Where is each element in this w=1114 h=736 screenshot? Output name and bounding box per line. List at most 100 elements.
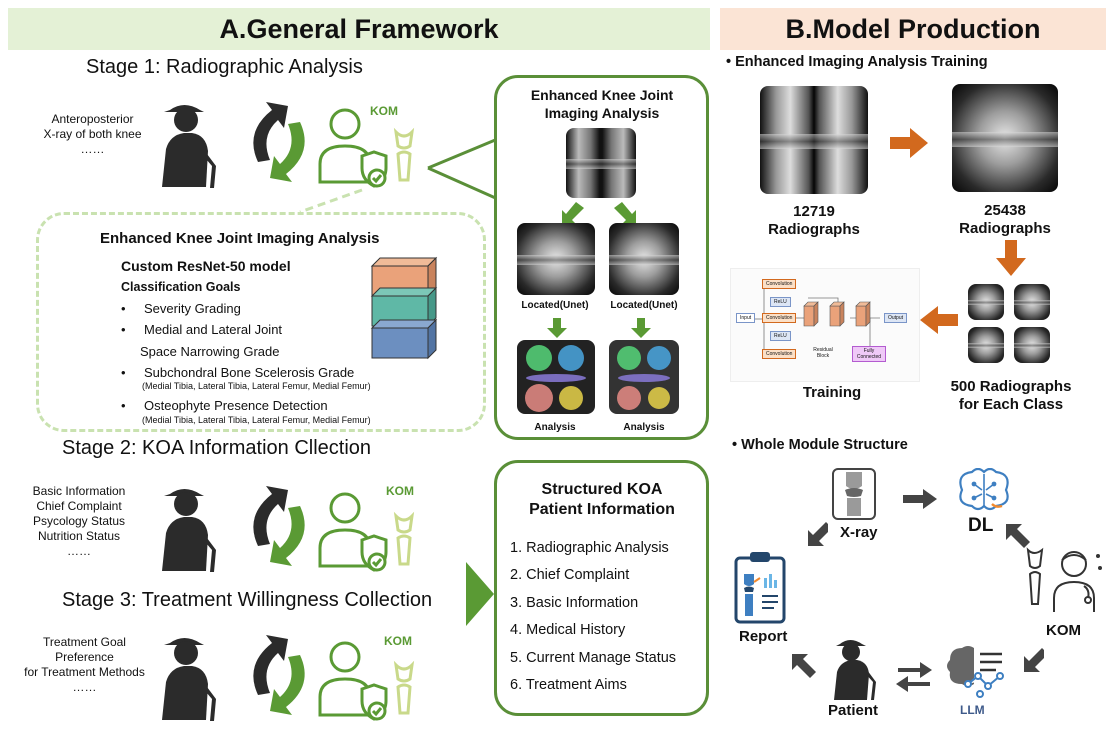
stage3-note-4: …… (72, 680, 97, 694)
per-class-l2: for Each Class (958, 396, 1064, 413)
count2-number: 25438 (984, 202, 1026, 219)
arrow-xray-to-report (808, 522, 828, 546)
class-xray-1 (968, 284, 1004, 320)
located-left-label: Located(Unet) (521, 300, 589, 311)
goal-osteophyte: Osteophyte Presence Detection (144, 398, 328, 413)
net-input: Input (736, 313, 756, 323)
stage3-notes: Treatment Goal Preference for Treatment … (22, 635, 147, 695)
stage3-note-3: for Treatment Methods (24, 665, 145, 679)
brain-circuit-icon (959, 468, 1009, 511)
structured-item-3: 3. Basic Information (510, 595, 639, 611)
panel-a-title: A.General Framework (219, 13, 499, 44)
callout-title: Enhanced Knee Joint Imaging Analysis (500, 86, 704, 122)
count2-label: Radiographs (959, 220, 1051, 237)
structured-info-box (494, 460, 709, 716)
knee-icon (393, 127, 415, 182)
elderly-person-icon (162, 105, 216, 188)
structure-section-title: • Whole Module Structure (732, 437, 908, 453)
goal-bullet-3: • (121, 365, 126, 380)
structured-title-l2: Patient Information (529, 501, 675, 518)
network-layers-icon (370, 256, 438, 360)
classification-goals-title: Classification Goals (121, 280, 241, 294)
stage1-kom-label: KOM (370, 104, 398, 118)
callout-xray-left (517, 223, 595, 295)
dashed-link (299, 188, 363, 214)
goal-osteophyte-sub: (Medial Tibia, Lateral Tibia, Lateral Fe… (142, 415, 371, 425)
train-xray-25438 (952, 84, 1058, 192)
arrow-xray-to-dl (903, 489, 937, 509)
training-section-title: • Enhanced Imaging Analysis Training (726, 54, 988, 70)
node-dl-label: DL (968, 515, 994, 536)
stage2-note-2: Chief Complaint (36, 499, 122, 513)
stage1-note-3: …… (80, 142, 105, 156)
goal-severity: Severity Grading (144, 301, 241, 316)
callout-analysis-left (517, 340, 595, 414)
cycle-arrows-icon (253, 635, 305, 715)
patient-person-icon (834, 640, 876, 700)
net-conv3: Convolution (762, 349, 797, 359)
imaging-analysis-box (36, 212, 486, 432)
structured-title-l1: Structured KOA (541, 481, 663, 498)
callout-analysis-right (609, 340, 679, 414)
doctor-shield-icon (318, 492, 388, 572)
stage1-note-2: X-ray of both knee (43, 127, 142, 141)
structured-title: Structured KOA Patient Information (500, 480, 704, 520)
stage2-note-3: Psycology Status (32, 514, 126, 528)
elderly-person-icon (162, 489, 216, 572)
stage2-note-1: Basic Information (32, 484, 126, 498)
callout-down-arrows (547, 318, 651, 338)
net-residual-label: Residual Block (813, 347, 833, 359)
clipboard-report-icon (734, 552, 786, 624)
structured-item-6: 6. Treatment Aims (510, 677, 627, 693)
goal-bullet-1: • (121, 301, 126, 316)
node-xray-label: X-ray (840, 524, 878, 541)
structured-item-5: 5. Current Manage Status (510, 650, 677, 666)
elderly-person-icon (162, 638, 216, 721)
callout-xray-right (609, 223, 679, 295)
analysis-left-label: Analysis (534, 422, 576, 433)
knee-icon (393, 660, 415, 715)
stage2-icon-row (162, 486, 415, 572)
stage1-icon-row (162, 102, 415, 188)
resnet-model-label: Custom ResNet-50 model (121, 258, 291, 274)
structured-item-2: 2. Chief Complaint (510, 567, 630, 583)
panel-a-title-banner: A.General Framework (8, 8, 710, 50)
train-xray-12719 (760, 86, 868, 194)
count1: 12719 Radiographs (754, 203, 874, 239)
goal-bullet-2: • (121, 322, 126, 337)
goal-joint-space-l1: Medial and Lateral Joint (144, 322, 283, 337)
per-class-label: 500 Radiographs for Each Class (940, 378, 1082, 414)
xray-knee-node-icon (832, 468, 876, 520)
count1-number: 12719 (793, 203, 835, 220)
stage3-icon-row (162, 635, 415, 721)
llm-brain-icon (947, 646, 1004, 698)
orange-arrow-right (890, 128, 928, 158)
orange-arrow-left (920, 306, 958, 334)
arrow-kom-to-llm (1024, 648, 1044, 672)
callout-title-l2: Imaging Analysis (544, 105, 660, 121)
net-relu2: ReLU (770, 331, 791, 341)
stage1-title: Stage 1: Radiographic Analysis (86, 56, 363, 78)
doctor-shield-icon (318, 108, 388, 188)
located-right-label: Located(Unet) (610, 300, 678, 311)
cycle-arrows-icon (253, 102, 305, 182)
node-llm-label: LLM (960, 703, 985, 717)
stage2-note-4: Nutrition Status (37, 529, 121, 543)
count1-label: Radiographs (768, 221, 860, 238)
net-conv2: Convolution (762, 313, 797, 323)
arrows-patient-llm (896, 662, 932, 692)
goal-bullet-4: • (121, 398, 126, 413)
stage2-title: Stage 2: KOA Information Cllection (62, 437, 372, 459)
panel-b-title: B.Model Production (785, 13, 1041, 44)
orange-arrow-down (996, 240, 1026, 276)
stage1-note-1: Anteroposterior (51, 112, 134, 126)
cycle-arrows-icon (253, 486, 305, 566)
goal-sclerosis: Subchondral Bone Scelerosis Grade (144, 365, 355, 380)
stage2-kom-label: KOM (386, 484, 414, 498)
node-report-label: Report (739, 628, 788, 645)
callout-title-l1: Enhanced Knee Joint (530, 87, 674, 103)
net-fc: Fully Connected (852, 346, 886, 362)
stage3-kom-label: KOM (384, 634, 412, 648)
resnet-diagram (730, 268, 920, 382)
stage2-note-5: …… (67, 544, 91, 558)
